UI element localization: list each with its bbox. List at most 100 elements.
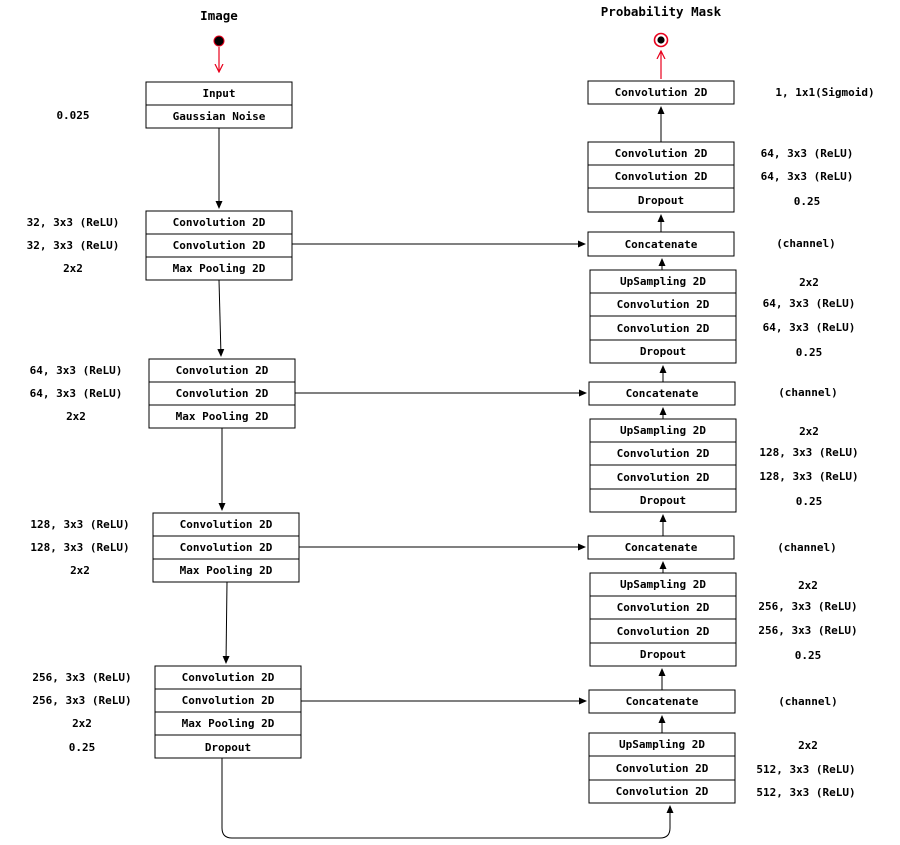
param-label: 128, 3x3 (ReLU) xyxy=(30,541,129,554)
svg-text:Concatenate: Concatenate xyxy=(625,541,698,554)
input-title: Image xyxy=(200,8,238,23)
svg-text:Convolution 2D: Convolution 2D xyxy=(180,518,273,531)
param-label: 64, 3x3 (ReLU) xyxy=(763,321,856,334)
layer-box: Convolution 2D xyxy=(587,141,735,166)
svg-text:Dropout: Dropout xyxy=(638,194,684,207)
svg-text:Convolution 2D: Convolution 2D xyxy=(180,541,273,554)
param-label: (channel) xyxy=(777,541,837,554)
layer-box: Convolution 2D xyxy=(154,688,302,713)
param-label: 512, 3x3 (ReLU) xyxy=(756,763,855,776)
svg-text:Concatenate: Concatenate xyxy=(626,387,699,400)
layer-box: Convolution 2D xyxy=(589,292,737,317)
svg-text:Convolution 2D: Convolution 2D xyxy=(617,601,710,614)
layer-box: Max Pooling 2D xyxy=(145,256,293,281)
svg-text:Convolution 2D: Convolution 2D xyxy=(616,785,709,798)
param-label: 2x2 xyxy=(63,262,83,275)
layer-box: Convolution 2D xyxy=(145,210,293,235)
param-label: 2x2 xyxy=(799,425,819,438)
decoder-block-1: Convolution 2D Convolution 2D Dropout 64… xyxy=(587,141,854,213)
layer-box: Convolution 2D xyxy=(589,595,737,620)
param-label: 2x2 xyxy=(799,276,819,289)
svg-text:Convolution 2D: Convolution 2D xyxy=(616,762,709,775)
svg-text:Convolution 2D: Convolution 2D xyxy=(173,239,266,252)
layer-box: UpSampling 2D xyxy=(588,732,736,757)
param-label: 512, 3x3 (ReLU) xyxy=(756,786,855,799)
input-node-icon xyxy=(213,35,225,47)
svg-text:Max Pooling 2D: Max Pooling 2D xyxy=(176,410,269,423)
param-label: 0.25 xyxy=(794,195,821,208)
layer-box: Convolution 2D xyxy=(154,665,302,690)
layer-box: Concatenate xyxy=(588,381,736,406)
param-label: 0.25 xyxy=(796,495,823,508)
decoder-block-5: UpSampling 2D Convolution 2D Convolution… xyxy=(588,732,856,804)
layer-box: Concatenate xyxy=(587,231,735,257)
svg-text:Input: Input xyxy=(202,87,235,100)
param-label: 64, 3x3 (ReLU) xyxy=(30,387,123,400)
param-label: 256, 3x3 (ReLU) xyxy=(32,694,131,707)
svg-text:Convolution 2D: Convolution 2D xyxy=(182,694,275,707)
svg-text:Convolution 2D: Convolution 2D xyxy=(617,447,710,460)
layer-box: Dropout xyxy=(589,339,737,364)
param-label: 0.025 xyxy=(56,109,89,122)
layer-box: Convolution 2D xyxy=(587,80,735,105)
output-title: Probability Mask xyxy=(601,4,722,19)
decoder-block-4: UpSampling 2D Convolution 2D Convolution… xyxy=(589,572,858,667)
param-label: 64, 3x3 (ReLU) xyxy=(763,297,856,310)
layer-box: Convolution 2D xyxy=(589,618,737,644)
encoder-block-input: Input Gaussian Noise 0.025 xyxy=(56,81,293,129)
layer-box: Dropout xyxy=(589,642,737,667)
param-label: (channel) xyxy=(778,386,838,399)
svg-text:Gaussian Noise: Gaussian Noise xyxy=(173,110,266,123)
encoder-block-1: Convolution 2D Convolution 2D Max Poolin… xyxy=(27,210,293,281)
layer-box: Convolution 2D xyxy=(145,233,293,258)
layer-box: Convolution 2D xyxy=(148,381,296,406)
param-label: 2x2 xyxy=(798,739,818,752)
decoder-concat-2: Concatenate (channel) xyxy=(588,381,838,406)
layer-box: Max Pooling 2D xyxy=(154,711,302,736)
param-label: 2x2 xyxy=(72,717,92,730)
decoder-block-3: UpSampling 2D Convolution 2D Convolution… xyxy=(589,418,859,513)
param-label: 64, 3x3 (ReLU) xyxy=(761,147,854,160)
param-label: 256, 3x3 (ReLU) xyxy=(758,624,857,637)
svg-text:UpSampling 2D: UpSampling 2D xyxy=(620,578,706,591)
param-label: 64, 3x3 (ReLU) xyxy=(30,364,123,377)
svg-text:Convolution 2D: Convolution 2D xyxy=(173,216,266,229)
decoder-concat-3: Concatenate (channel) xyxy=(587,535,837,560)
svg-text:Convolution 2D: Convolution 2D xyxy=(617,471,710,484)
layer-box: Convolution 2D xyxy=(589,464,737,490)
layer-box: Max Pooling 2D xyxy=(152,558,300,583)
layer-box: Convolution 2D xyxy=(152,535,300,560)
decoder-concat-4: Concatenate (channel) xyxy=(588,689,838,714)
layer-box: Dropout xyxy=(587,187,735,213)
svg-text:Convolution 2D: Convolution 2D xyxy=(615,170,708,183)
svg-text:Max Pooling 2D: Max Pooling 2D xyxy=(173,262,266,275)
param-label: 64, 3x3 (ReLU) xyxy=(761,170,854,183)
param-label: 0.25 xyxy=(796,346,823,359)
param-label: 2x2 xyxy=(66,410,86,423)
svg-text:Convolution 2D: Convolution 2D xyxy=(617,322,710,335)
svg-text:Concatenate: Concatenate xyxy=(626,695,699,708)
svg-text:Convolution 2D: Convolution 2D xyxy=(615,86,708,99)
svg-text:Dropout: Dropout xyxy=(640,345,686,358)
param-label: 1, 1x1(Sigmoid) xyxy=(775,86,874,99)
svg-text:Convolution 2D: Convolution 2D xyxy=(176,387,269,400)
layer-box: Convolution 2D xyxy=(587,164,735,189)
svg-text:Dropout: Dropout xyxy=(205,741,251,754)
output-node-icon xyxy=(653,32,669,48)
layer-box: Convolution 2D xyxy=(588,755,736,781)
param-label: 2x2 xyxy=(70,564,90,577)
svg-text:Max Pooling 2D: Max Pooling 2D xyxy=(180,564,273,577)
down-arrow xyxy=(222,581,230,664)
svg-text:Convolution 2D: Convolution 2D xyxy=(176,364,269,377)
param-label: 256, 3x3 (ReLU) xyxy=(758,600,857,613)
param-label: 256, 3x3 (ReLU) xyxy=(32,671,131,684)
layer-box: Convolution 2D xyxy=(589,441,737,466)
encoder-block-2: Convolution 2D Convolution 2D Max Poolin… xyxy=(30,358,296,429)
decoder-block-output: Convolution 2D 1, 1x1(Sigmoid) xyxy=(587,80,875,105)
param-label: 0.25 xyxy=(795,649,822,662)
layer-box: Max Pooling 2D xyxy=(148,404,296,429)
svg-text:UpSampling 2D: UpSampling 2D xyxy=(620,424,706,437)
layer-box: Gaussian Noise xyxy=(145,104,293,129)
param-label: (channel) xyxy=(778,695,838,708)
